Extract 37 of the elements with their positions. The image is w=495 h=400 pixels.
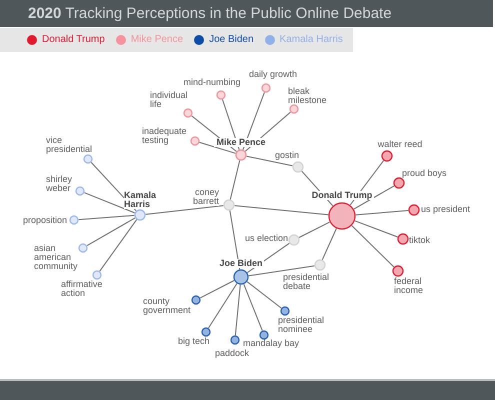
- node-label: individual life: [150, 91, 190, 109]
- connector-line: [208, 283, 238, 328]
- connector-line: [230, 160, 240, 200]
- legend-label: Joe Biden: [209, 34, 254, 46]
- connector-line: [322, 228, 337, 260]
- legend-label: Donald Trump: [42, 34, 105, 46]
- legend-label: Kamala Harris: [280, 34, 343, 46]
- connector-line: [351, 225, 394, 268]
- connector-line: [234, 205, 329, 216]
- connector-line: [248, 265, 315, 276]
- node-label: shirley weber: [46, 175, 75, 193]
- connector-line: [84, 192, 136, 214]
- node-label: walter reed: [375, 140, 425, 149]
- connector-line: [99, 219, 138, 272]
- hub-label: Joe Biden: [218, 259, 264, 268]
- connector-line: [354, 220, 398, 238]
- node-label: asian american community: [34, 244, 79, 271]
- connector-line: [234, 284, 241, 336]
- node-label: county government: [143, 297, 192, 315]
- legend-label: Mike Pence: [130, 34, 184, 46]
- connector-line: [242, 92, 265, 150]
- node-label: gostin: [272, 151, 299, 160]
- connector-line: [243, 284, 263, 332]
- hub-label: Donald Trump: [310, 191, 374, 200]
- connector-line: [145, 205, 224, 215]
- hub-label: Mike Pence: [214, 138, 268, 147]
- connector-line: [246, 156, 293, 166]
- connector-line: [353, 185, 395, 210]
- connector-line: [199, 142, 236, 154]
- connector-line: [78, 214, 135, 220]
- connector-line: [246, 281, 282, 309]
- connector-line: [298, 222, 330, 238]
- node-label: paddock: [215, 349, 251, 358]
- connector-line: [200, 280, 235, 298]
- connector-line: [355, 210, 409, 216]
- connector-line: [86, 217, 136, 246]
- title: 2020 Tracking Perceptions in the Public Online Debate: [28, 4, 392, 22]
